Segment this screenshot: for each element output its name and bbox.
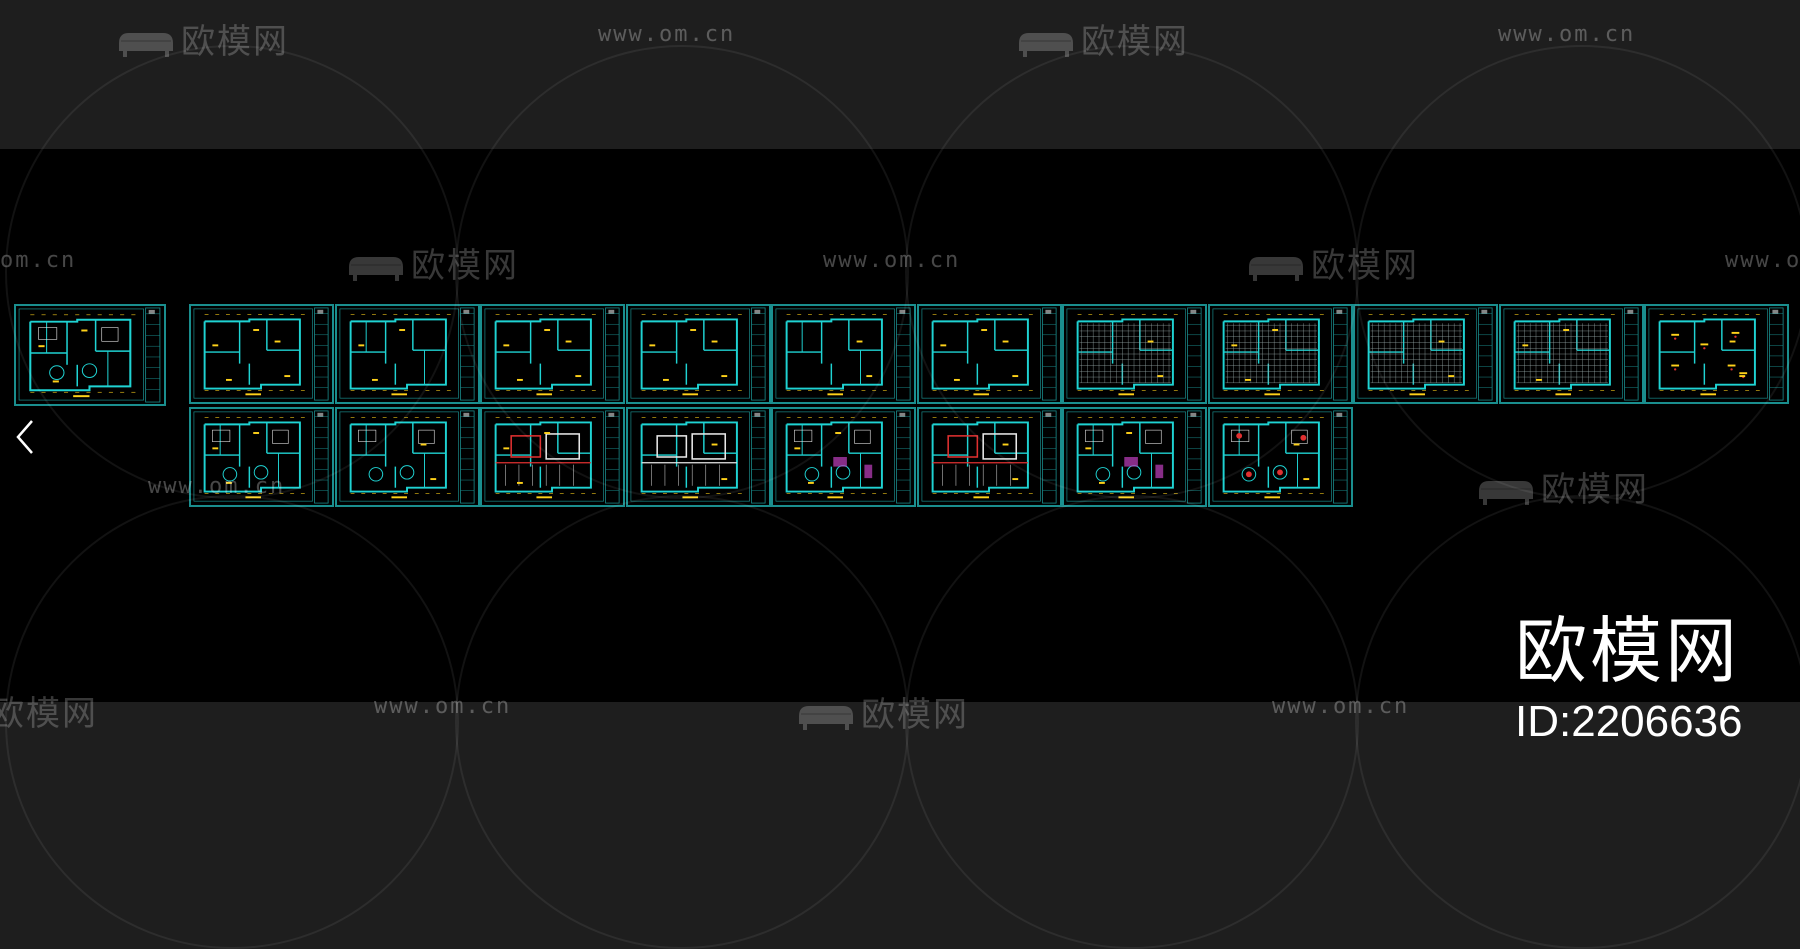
drawing-sheet-thumbnail[interactable] [334,407,480,507]
drawing-sheet-thumbnail[interactable] [1207,304,1353,404]
watermark-url: www.om.cn [598,22,736,47]
drawing-sheet-thumbnail[interactable] [625,407,771,507]
drawing-sheet-thumbnail[interactable] [771,304,916,404]
drawing-sheet-thumbnail[interactable] [189,407,334,507]
watermark-logo-text: 欧模网 [1081,22,1189,62]
drawing-sheet-thumbnail[interactable] [1062,407,1207,507]
drawing-sheet-thumbnail[interactable] [771,407,916,507]
drawing-sheet-thumbnail[interactable] [916,304,1062,404]
watermark-logo: 欧模网 [115,14,289,63]
watermark-logo-text: 欧模网 [181,22,289,62]
watermark-logo: 欧模网 [1015,14,1189,63]
brand-name: 欧模网 [1515,609,1741,693]
drawing-sheet-thumbnail[interactable] [1644,304,1789,404]
drawing-sheet-thumbnail[interactable] [189,304,334,404]
drawing-viewer [0,149,1800,702]
drawing-sheet-thumbnail[interactable] [480,407,625,507]
brand-id: ID:2206636 [1515,697,1743,746]
drawing-sheet-thumbnail[interactable] [1498,304,1644,404]
drawing-sheet-thumbnail[interactable] [1207,407,1353,507]
drawing-sheet-thumbnail[interactable] [480,304,625,404]
drawing-sheet-thumbnail[interactable] [625,304,771,404]
drawing-sheet-thumbnail[interactable] [916,407,1062,507]
drawing-sheet-thumbnail[interactable] [334,304,480,404]
drawing-sheet-thumbnail[interactable] [1353,304,1498,404]
sheet-thumbnails [0,149,1800,702]
drawing-sheet-thumbnail[interactable] [1062,304,1207,404]
watermark-url: www.om.cn [1498,22,1636,47]
chevron-left-icon[interactable] [10,413,42,461]
drawing-sheet-thumbnail[interactable] [14,304,166,406]
